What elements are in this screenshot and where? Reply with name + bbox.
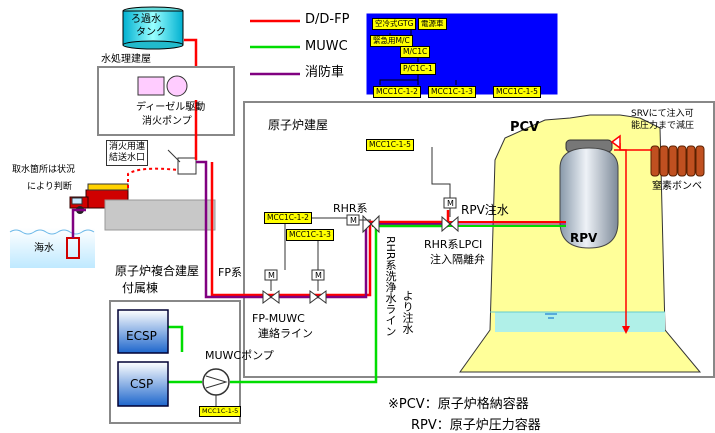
water-level-marker [545,313,557,319]
nitrogen-label: 窒素ボンベ [652,181,702,192]
p-c1c-label: P/C1C-1 [400,63,436,75]
srv-valve [610,134,621,150]
rpv-injection-label: RPV注水 [461,203,509,217]
mcc-left-leader [284,217,347,270]
sea-note-2: により判断 [27,182,72,192]
fire-connection-lead [167,149,181,163]
gtg-label: 空冷式GTG [372,18,417,30]
valve1-m: M [268,271,275,280]
dd-fp-line [184,38,450,297]
filtered-water-tank [122,6,184,50]
mcc-left-label: MCC1C-1-2 [264,212,312,224]
mcc-a-label: MCC1C-1-2 [373,86,421,98]
fp-muwc-valve-1[interactable] [262,269,280,304]
fire-inlet-line2: 結送水口 [109,153,146,163]
fire-inlet-line1: 消火用連 [109,142,146,152]
ground-slab [104,199,216,231]
rhr-valve-m: M [350,216,357,225]
sea-water [10,228,95,268]
mcc-mid-label: MCC1C-1-3 [286,229,334,241]
fp-muwc-valve-2[interactable] [309,269,327,304]
emergency-mc-label: 緊急用M/C [370,35,413,47]
diesel-pump-casing [166,75,188,97]
tank-label-1: ろ過水 [131,14,161,25]
annex-label-1: 原子炉複合建屋 [115,264,200,278]
srv-line [614,149,627,332]
reactor-building-label: 原子炉建屋 [268,118,329,132]
water-plant-box [97,66,235,136]
rhr-wash-label-1: RHR系洗浄水ライン [384,236,397,337]
srv-label-1: SRVにて注入可 [631,109,694,119]
fp-label: FP系 [218,266,242,279]
muwc-pump-impeller [205,375,228,389]
m-c1c-label: M/C1C [400,46,431,58]
legend-dd-fp-label: D/D-FP [305,12,350,27]
legend-fire-truck-label: 消防車 [305,65,345,80]
sea-note-1: 取水箇所は状況 [12,165,76,175]
truck-intake-line [71,208,86,238]
rhr-wash-label-2: より注水 [401,290,414,334]
fire-inlet-callout: 消火用連 結送水口 [106,140,149,166]
mcc-top-leader [431,147,451,198]
lpci-valve-m: M [447,199,454,208]
diesel-engine [137,76,165,96]
water-plant-label: 水処理建屋 [101,54,151,65]
rhr-valve[interactable] [346,214,380,234]
power-car-label: 電源車 [418,18,447,30]
legend-muwc-label: MUWC [305,39,348,54]
tank-label-2: タンク [136,27,166,38]
lpci-label-2: 注入隔離弁 [430,253,485,266]
rpv-label: RPV [570,231,598,245]
ecsp-label: ECSP [126,329,157,343]
ecsp-tank [117,309,169,354]
sea-label: 海水 [34,243,54,254]
srv-arrow [622,326,630,334]
pcv-note: ※PCV：原子炉格納容器 [388,397,529,412]
muwc-pump-label: MUWCポンプ [205,349,274,362]
fp-muwc-label-1: FP-MUWC [252,312,305,325]
pump-label-2: 消火ポンプ [142,116,192,127]
pcv-water [495,312,665,332]
lpci-valve[interactable] [441,197,459,233]
reactor-building-box [243,101,715,378]
annex-label-2: 付属棟 [122,281,159,295]
valve2-m: M [315,271,322,280]
pcv-label: PCV [510,120,540,135]
rpv-vessel [559,139,619,249]
csp-label: CSP [130,377,154,391]
sea-waves [9,229,95,235]
annex-box [109,300,241,424]
mcc-b-label: MCC1C-1-3 [428,86,476,98]
mcc-top-label: MCC1C-1-5 [366,139,414,151]
fire-connection-box [177,157,197,175]
fp-muwc-label-2: 連絡ライン [258,327,313,340]
rpv-note: RPV：原子炉圧力容器 [411,418,541,433]
fire-truck-hose [127,167,179,188]
nitrogen-bottles [650,145,705,177]
srv-label-2: 能圧力まで減圧 [631,121,695,131]
rhr-label: RHR系 [333,202,368,215]
mcc-c-label: MCC1C-1-5 [493,86,541,98]
csp-tank [117,361,169,407]
pump-label-1: ディーゼル駆動 [136,102,206,113]
lpci-label-1: RHR系LPCI [424,238,483,251]
annex-mcc-label: MCC1C-1-5 [199,406,242,417]
